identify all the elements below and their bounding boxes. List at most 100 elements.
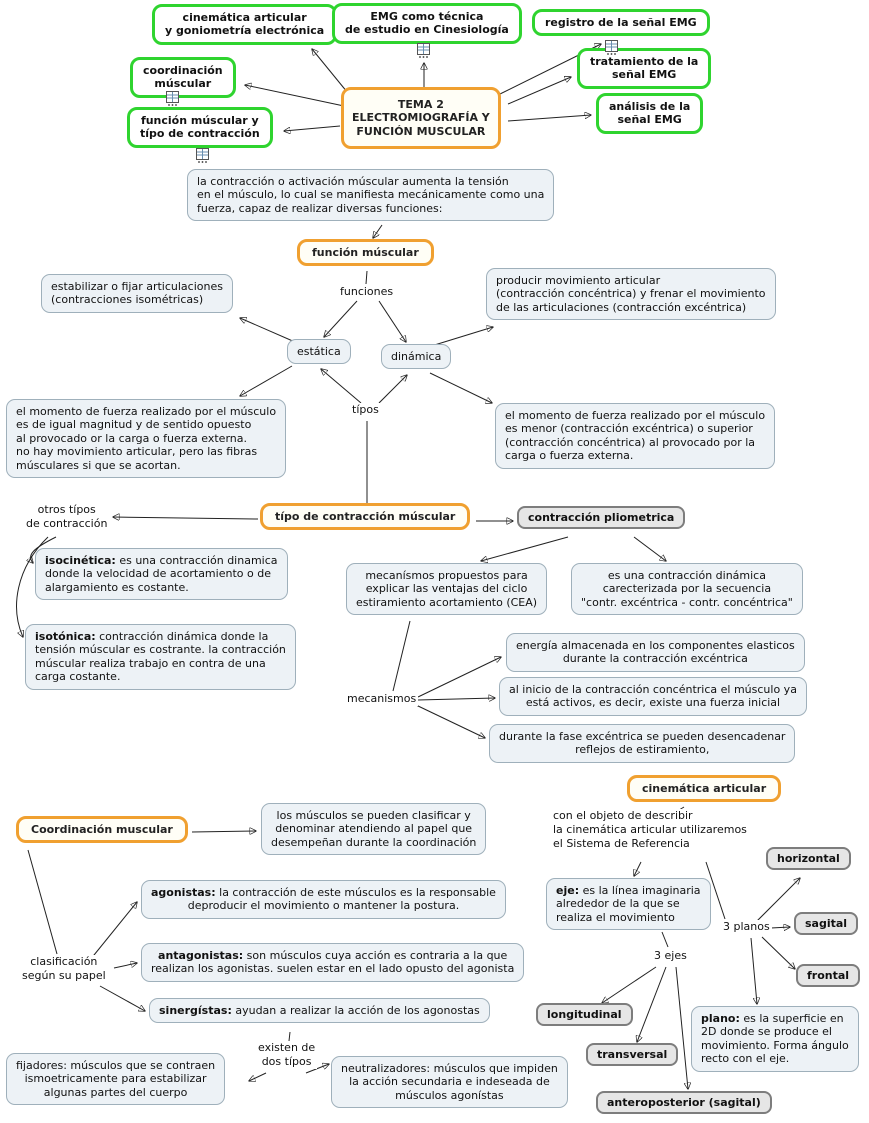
node-momento-menor[interactable]: el momento de fuerza realizado por el mú… <box>495 403 776 469</box>
term-bold: plano: <box>701 1012 740 1025</box>
resource-icon[interactable] <box>166 91 179 107</box>
node-estabilizar[interactable]: estabilizar o fijar articulaciones (cont… <box>41 274 233 313</box>
node-text: sagital <box>805 917 848 930</box>
node-coordinacion-muscular[interactable]: Coordinación muscular <box>16 816 188 844</box>
resource-icon[interactable] <box>196 148 209 164</box>
node-text: mecanísmos propuestos para explicar las … <box>356 569 538 609</box>
node-cinematica-goniometria[interactable]: cinemática articular y goniometría elect… <box>152 4 338 45</box>
link-label-otros-tipos[interactable]: otros típos de contracción <box>24 503 110 531</box>
node-text: energía almacenada en los componentes el… <box>516 639 795 666</box>
node-text: transversal <box>597 1048 668 1061</box>
node-text: cinemática articular <box>642 782 767 795</box>
node-isotonica[interactable]: isotónica: contracción dinámica donde la… <box>25 624 296 690</box>
link-label-3-ejes[interactable]: 3 ejes <box>652 949 689 963</box>
node-funcion-muscular[interactable]: función múscular <box>297 239 434 267</box>
node-plano-sagital[interactable]: sagital <box>794 912 859 936</box>
node-text: antagonistas: son músculos cuya acción e… <box>151 949 514 976</box>
node-plano-frontal[interactable]: frontal <box>796 964 861 988</box>
term-bold: isocinética: <box>45 554 116 567</box>
term-bold: eje: <box>556 884 580 897</box>
term-bold: agonistas: <box>151 886 216 899</box>
node-contraccion-pliometrica[interactable]: contracción pliometrica <box>517 506 686 530</box>
node-clasificar-papel[interactable]: los músculos se pueden clasificar y deno… <box>261 803 487 856</box>
node-text: los músculos se pueden clasificar y deno… <box>271 809 477 849</box>
node-isocinetica[interactable]: isocinética: es una contracción dinamica… <box>35 548 288 601</box>
node-reflejos-estiramiento[interactable]: durante la fase excéntrica se pueden des… <box>489 724 796 763</box>
node-text: función múscular <box>312 246 419 259</box>
node-text: isocinética: es una contracción dinamica… <box>45 554 278 594</box>
term-definition: la contracción de este músculos es la re… <box>187 886 496 913</box>
node-text: análisis de la señal EMG <box>609 100 691 127</box>
link-label-mecanismos[interactable]: mecanismos <box>345 692 419 706</box>
node-text: la contracción o activación múscular aum… <box>197 175 545 215</box>
node-text: Coordinación muscular <box>31 823 173 836</box>
node-text: cinemática articular y goniometría elect… <box>165 11 325 38</box>
node-fijadores[interactable]: fijadores: músculos que se contraen ismo… <box>6 1053 226 1106</box>
node-dinamica[interactable]: dinámica <box>381 344 452 370</box>
link-label-existen-dos-tipos[interactable]: existen de dos típos <box>256 1041 318 1069</box>
node-coordinacion-tema[interactable]: coordinación múscular <box>130 57 236 98</box>
node-text: durante la fase excéntrica se pueden des… <box>499 730 786 757</box>
node-agonistas[interactable]: agonistas: la contracción de este múscul… <box>141 880 506 919</box>
node-registro-senal[interactable]: registro de la señal EMG <box>532 9 710 37</box>
node-fuerza-inicial[interactable]: al inicio de la contracción concéntrica … <box>499 677 807 716</box>
node-antagonistas[interactable]: antagonistas: son músculos cuya acción e… <box>141 943 525 982</box>
node-sinergistas[interactable]: sinergístas: ayudan a realizar la acción… <box>149 998 490 1024</box>
term-definition: ayudan a realizar la acción de los agono… <box>231 1004 480 1017</box>
resource-icon[interactable] <box>605 40 618 56</box>
node-text: el momento de fuerza realizado por el mú… <box>505 409 766 463</box>
node-tratamiento-senal[interactable]: tratamiento de la señal EMG <box>577 48 712 89</box>
link-label-sistema-referencia[interactable]: con el objeto de describir la cinemática… <box>551 809 749 851</box>
link-label-tipos[interactable]: típos <box>350 403 381 417</box>
node-text: es una contracción dinámica carecterizad… <box>581 569 793 609</box>
link-label-clasificacion[interactable]: clasificación según su papel <box>20 955 108 983</box>
node-analisis-senal[interactable]: análisis de la señal EMG <box>596 93 704 134</box>
node-text: el momento de fuerza realizado por el mú… <box>16 405 277 472</box>
node-text: estabilizar o fijar articulaciones (cont… <box>51 280 223 307</box>
term-bold: sinergístas: <box>159 1004 232 1017</box>
node-text: longitudinal <box>547 1008 622 1021</box>
node-tema2-title[interactable]: TEMA 2 ELECTROMIOGRAFÍA Y FUNCIÓN MUSCUL… <box>341 87 501 150</box>
node-text: fijadores: músculos que se contraen ismo… <box>16 1059 216 1099</box>
node-eje-longitudinal[interactable]: longitudinal <box>536 1003 633 1027</box>
node-cinematica-articular[interactable]: cinemática articular <box>627 775 782 803</box>
node-plano-horizontal[interactable]: horizontal <box>766 847 851 871</box>
term-definition: son músculos cuya acción es contraria a … <box>151 949 515 976</box>
node-secuencia-cea[interactable]: es una contracción dinámica carecterizad… <box>571 563 803 616</box>
node-eje-anteroposterior[interactable]: anteroposterior (sagital) <box>596 1091 772 1115</box>
node-mecanismos-propuestos[interactable]: mecanísmos propuestos para explicar las … <box>346 563 548 616</box>
resource-icon[interactable] <box>417 43 430 59</box>
node-neutralizadores[interactable]: neutralizadores: músculos que impiden la… <box>331 1056 568 1109</box>
link-label-3-planos[interactable]: 3 planos <box>721 920 772 934</box>
node-text: estática <box>297 345 341 358</box>
node-estatica[interactable]: estática <box>287 339 351 365</box>
node-eje-transversal[interactable]: transversal <box>586 1043 679 1067</box>
node-text: eje: es la línea imaginaria alrededor de… <box>556 884 701 924</box>
node-producir-movimiento[interactable]: producir movimiento articular (contracci… <box>486 268 776 321</box>
term-bold: antagonistas: <box>158 949 244 962</box>
node-text: producir movimiento articular (contracci… <box>496 274 766 314</box>
node-text: registro de la señal EMG <box>545 16 697 29</box>
node-text: contracción pliometrica <box>528 511 675 524</box>
node-text: anteroposterior (sagital) <box>607 1096 761 1109</box>
node-text: sinergístas: ayudan a realizar la acción… <box>159 1004 480 1017</box>
node-plano[interactable]: plano: es la superficie en 2D donde se p… <box>691 1006 859 1072</box>
term-definition: contracción dinámica donde la tensión mú… <box>35 630 286 684</box>
node-energia-almacenada[interactable]: energía almacenada en los componentes el… <box>506 633 805 672</box>
node-momento-igual[interactable]: el momento de fuerza realizado por el mú… <box>6 399 287 479</box>
node-contraccion-intro[interactable]: la contracción o activación múscular aum… <box>187 169 555 222</box>
node-emg-tecnica[interactable]: EMG como técnica de estudio en Cinesiolo… <box>332 3 522 44</box>
node-text: neutralizadores: músculos que impiden la… <box>341 1062 558 1102</box>
node-text: típo de contracción múscular <box>275 510 456 523</box>
node-tipo-contraccion[interactable]: típo de contracción múscular <box>260 503 471 531</box>
node-text: TEMA 2 ELECTROMIOGRAFÍA Y FUNCIÓN MUSCUL… <box>352 98 490 138</box>
term-bold: isotónica: <box>35 630 96 643</box>
link-label-funciones[interactable]: funciones <box>338 285 396 299</box>
term-definition: es la superficie en 2D donde se produce … <box>701 1012 849 1066</box>
node-text: función múscular y típo de contracción <box>140 114 260 141</box>
node-eje[interactable]: eje: es la línea imaginaria alrededor de… <box>546 878 711 931</box>
node-text: EMG como técnica de estudio en Cinesiolo… <box>345 10 509 37</box>
node-funcion-tipo-tema[interactable]: función múscular y típo de contracción <box>127 107 273 148</box>
term-definition: es la línea imaginaria alrededor de la q… <box>556 884 701 924</box>
